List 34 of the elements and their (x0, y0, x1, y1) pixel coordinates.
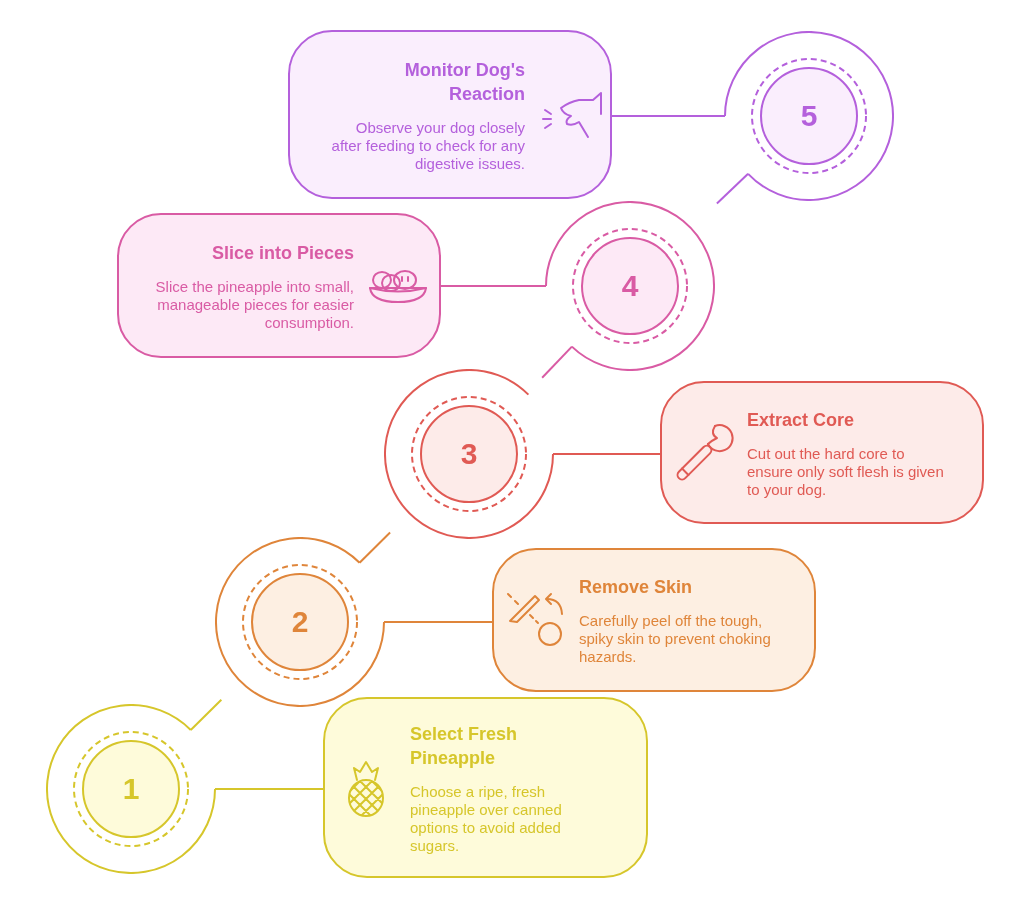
connector-line (541, 345, 573, 379)
step-number: 4 (621, 270, 639, 302)
connector-line (189, 698, 223, 731)
connector-line (552, 453, 661, 455)
connector-line (358, 531, 392, 564)
connector-line (214, 788, 324, 790)
step-number: 1 (122, 773, 140, 805)
step-title: Monitor Dog's Reaction (403, 58, 525, 105)
connector-line (715, 172, 750, 205)
step-card (660, 381, 984, 524)
step-circle (46, 704, 216, 874)
step-number: 2 (291, 606, 309, 638)
step-description: Observe your dog closely after feeding to check for any digestive issues. (330, 118, 525, 172)
connector-line (611, 115, 726, 117)
step-title: Slice into Pieces (210, 241, 354, 264)
connector-line (440, 285, 547, 287)
step-description: Carefully peel off the tough, spiky skin to prevent choking hazards. (579, 611, 772, 666)
step-card (117, 213, 441, 358)
step-title: Extract Core (747, 408, 856, 431)
step-card (288, 30, 612, 199)
connector-line (383, 621, 493, 623)
step-description: Choose a ripe, fresh pineapple over canned options to avoid added sugars. (410, 782, 563, 854)
step-number: 3 (460, 438, 478, 470)
step-number: 5 (800, 100, 818, 132)
step-circle (724, 31, 894, 201)
step-card (492, 548, 816, 692)
step-card (323, 697, 648, 878)
step-circle (215, 537, 385, 707)
step-circle (545, 201, 715, 371)
step-circle (384, 369, 554, 539)
step-description: Cut out the hard core to ensure only soft flesh is given to your dog. (747, 444, 945, 498)
step-title: Select Fresh Pineapple (410, 722, 519, 769)
step-description: Slice the pineapple into small, manageable pieces for easier consumption. (154, 277, 354, 331)
step-title: Remove Skin (579, 575, 694, 599)
